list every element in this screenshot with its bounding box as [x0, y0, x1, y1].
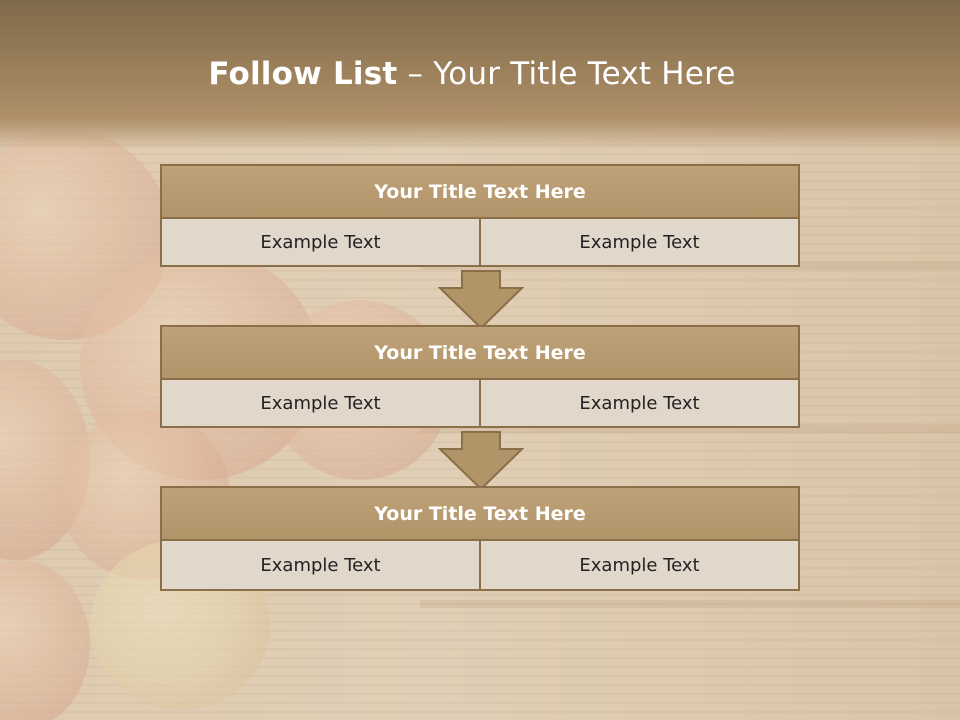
- block-title: Your Title Text Here: [160, 164, 800, 219]
- plank-seam: [420, 425, 960, 433]
- block-row: Example Text Example Text: [160, 380, 800, 428]
- down-arrow-icon: [438, 431, 524, 491]
- list-block: Your Title Text Here Example Text Exampl…: [160, 164, 800, 267]
- block-row: Example Text Example Text: [160, 219, 800, 267]
- block-cell-right: Example Text: [479, 541, 798, 589]
- down-arrow-icon: [438, 270, 524, 330]
- block-title: Your Title Text Here: [160, 325, 800, 380]
- block-cell-left: Example Text: [260, 231, 381, 253]
- slide-title: Follow List – Your Title Text Here: [0, 56, 944, 92]
- plank-seam: [420, 600, 960, 608]
- block-cell-left: Example Text: [260, 554, 381, 576]
- block-cell-left: Example Text: [260, 392, 381, 414]
- block-cell-right: Example Text: [479, 380, 798, 426]
- slide-title-rest: – Your Title Text Here: [397, 56, 736, 92]
- block-row: Example Text Example Text: [160, 541, 800, 591]
- header-band: [0, 0, 960, 150]
- block-title: Your Title Text Here: [160, 486, 800, 541]
- block-cell-right: Example Text: [479, 219, 798, 265]
- list-block: Your Title Text Here Example Text Exampl…: [160, 486, 800, 591]
- slide-title-bold: Follow List: [208, 56, 398, 92]
- list-block: Your Title Text Here Example Text Exampl…: [160, 325, 800, 428]
